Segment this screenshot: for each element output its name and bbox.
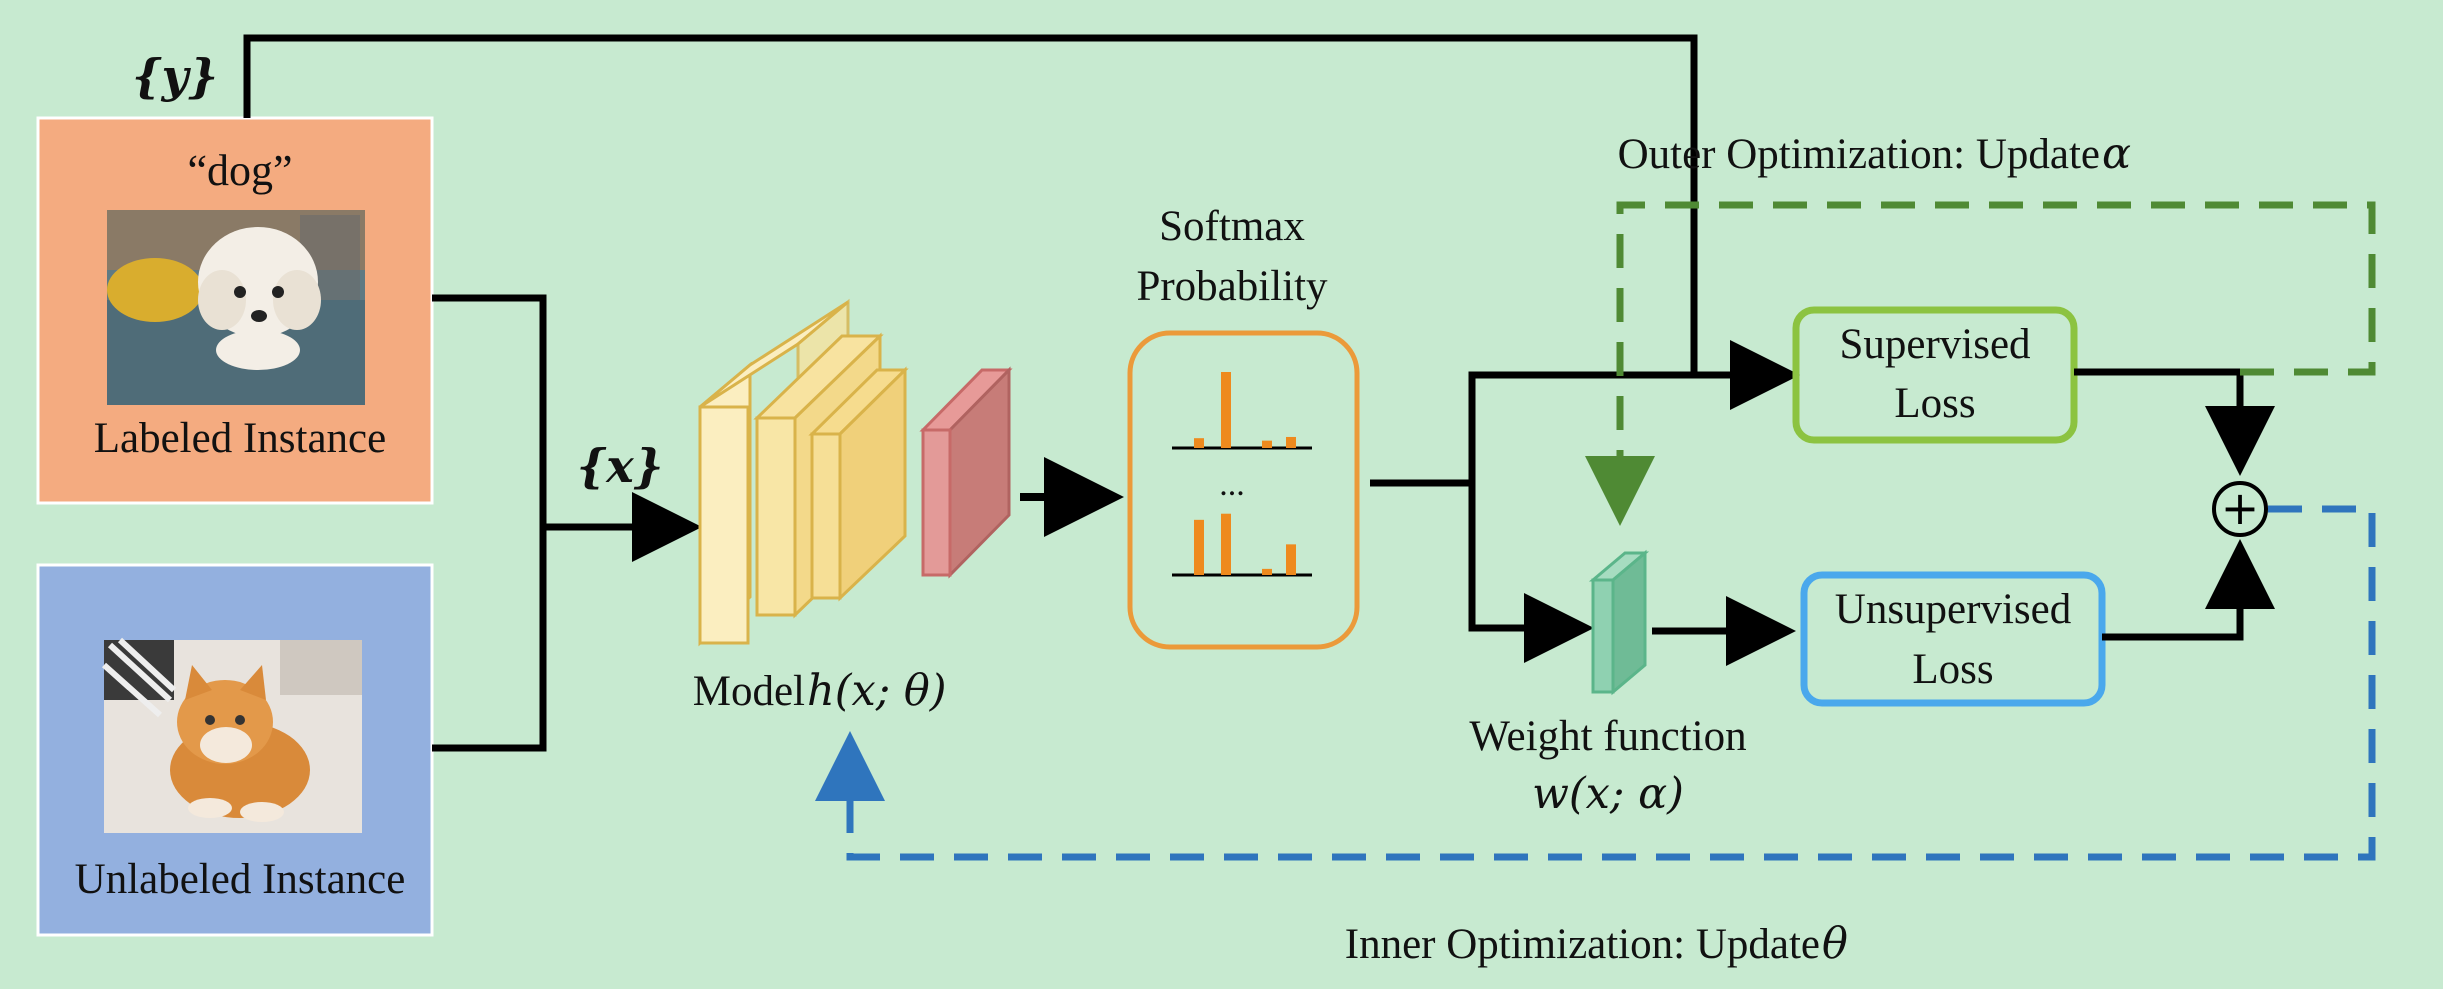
- softmax-bar: [1286, 436, 1296, 448]
- logit-layer: [919, 366, 1013, 579]
- unlabeled-instance-label: Unlabeled Instance: [75, 856, 406, 903]
- softmax-title-line2: Probability: [1136, 263, 1328, 310]
- outer-optimization-label: Outer Optimization: Update: [1618, 131, 2100, 178]
- softmax-bar: [1221, 372, 1231, 448]
- sum-symbol: +: [2221, 481, 2260, 535]
- outer-optimization-loop: [1585, 201, 2376, 526]
- supervised-loss-label-line1: Supervised: [1839, 321, 2030, 368]
- labeled-instance-label: Labeled Instance: [94, 415, 386, 462]
- model-network: [698, 298, 1013, 647]
- model-layer-3: [808, 366, 909, 602]
- inner-optimization-symbol: θ: [1822, 919, 1848, 969]
- softmax-bar: [1194, 438, 1204, 448]
- weight-function-formula: w(x; α): [1532, 769, 1684, 819]
- supervised-loss-label-line2: Loss: [1894, 380, 1975, 427]
- model-label: Model: [693, 668, 805, 715]
- softmax-bar: [1221, 513, 1231, 575]
- weight-function-layer: [1588, 549, 1650, 696]
- softmax-bar: [1194, 519, 1204, 575]
- unsupervised-loss-label-line1: Unsupervised: [1835, 586, 2071, 633]
- cat-image: [102, 637, 362, 833]
- dog-image: [107, 210, 365, 405]
- model-formula: h(x; θ): [807, 666, 947, 716]
- unlabeled-to-model-connector: [432, 527, 547, 752]
- unlabeled-instance-box: Unlabeled Instance: [36, 563, 434, 937]
- x-set-label: {𝒙}: [577, 439, 664, 493]
- outer-optimization-symbol: α: [2102, 129, 2131, 179]
- dog-caption: “dog”: [187, 146, 292, 195]
- inner-optimization-loop: [815, 505, 2376, 861]
- weight-function-label: Weight function: [1469, 713, 1746, 760]
- supervised-to-sum-arrow: [2074, 368, 2275, 476]
- sum-node: [2212, 481, 2268, 537]
- unsupervised-to-sum-arrow: [2102, 539, 2275, 641]
- labeled-instance-box: “dog” Labeled Instance: [36, 116, 434, 505]
- softmax-bars: [1194, 372, 1296, 575]
- unsupervised-loss-label-line2: Loss: [1912, 646, 1993, 693]
- softmax-title-line1: Softmax: [1159, 203, 1305, 250]
- labeled-to-model-connector: [432, 294, 547, 527]
- softmax-bar: [1262, 568, 1272, 575]
- label-y-connector: [243, 34, 1800, 410]
- inner-optimization-label: Inner Optimization: Update: [1345, 921, 1820, 968]
- softmax-ellipsis: ...: [1219, 466, 1245, 503]
- softmax-bar: [1286, 544, 1296, 575]
- y-set-label: {𝒚}: [132, 49, 218, 103]
- softmax-bar: [1262, 440, 1272, 448]
- softmax-box: [1127, 330, 1360, 650]
- softmax-to-supervised-connector: [1468, 371, 1694, 483]
- softmax-to-weight-arrow: [1468, 483, 1594, 663]
